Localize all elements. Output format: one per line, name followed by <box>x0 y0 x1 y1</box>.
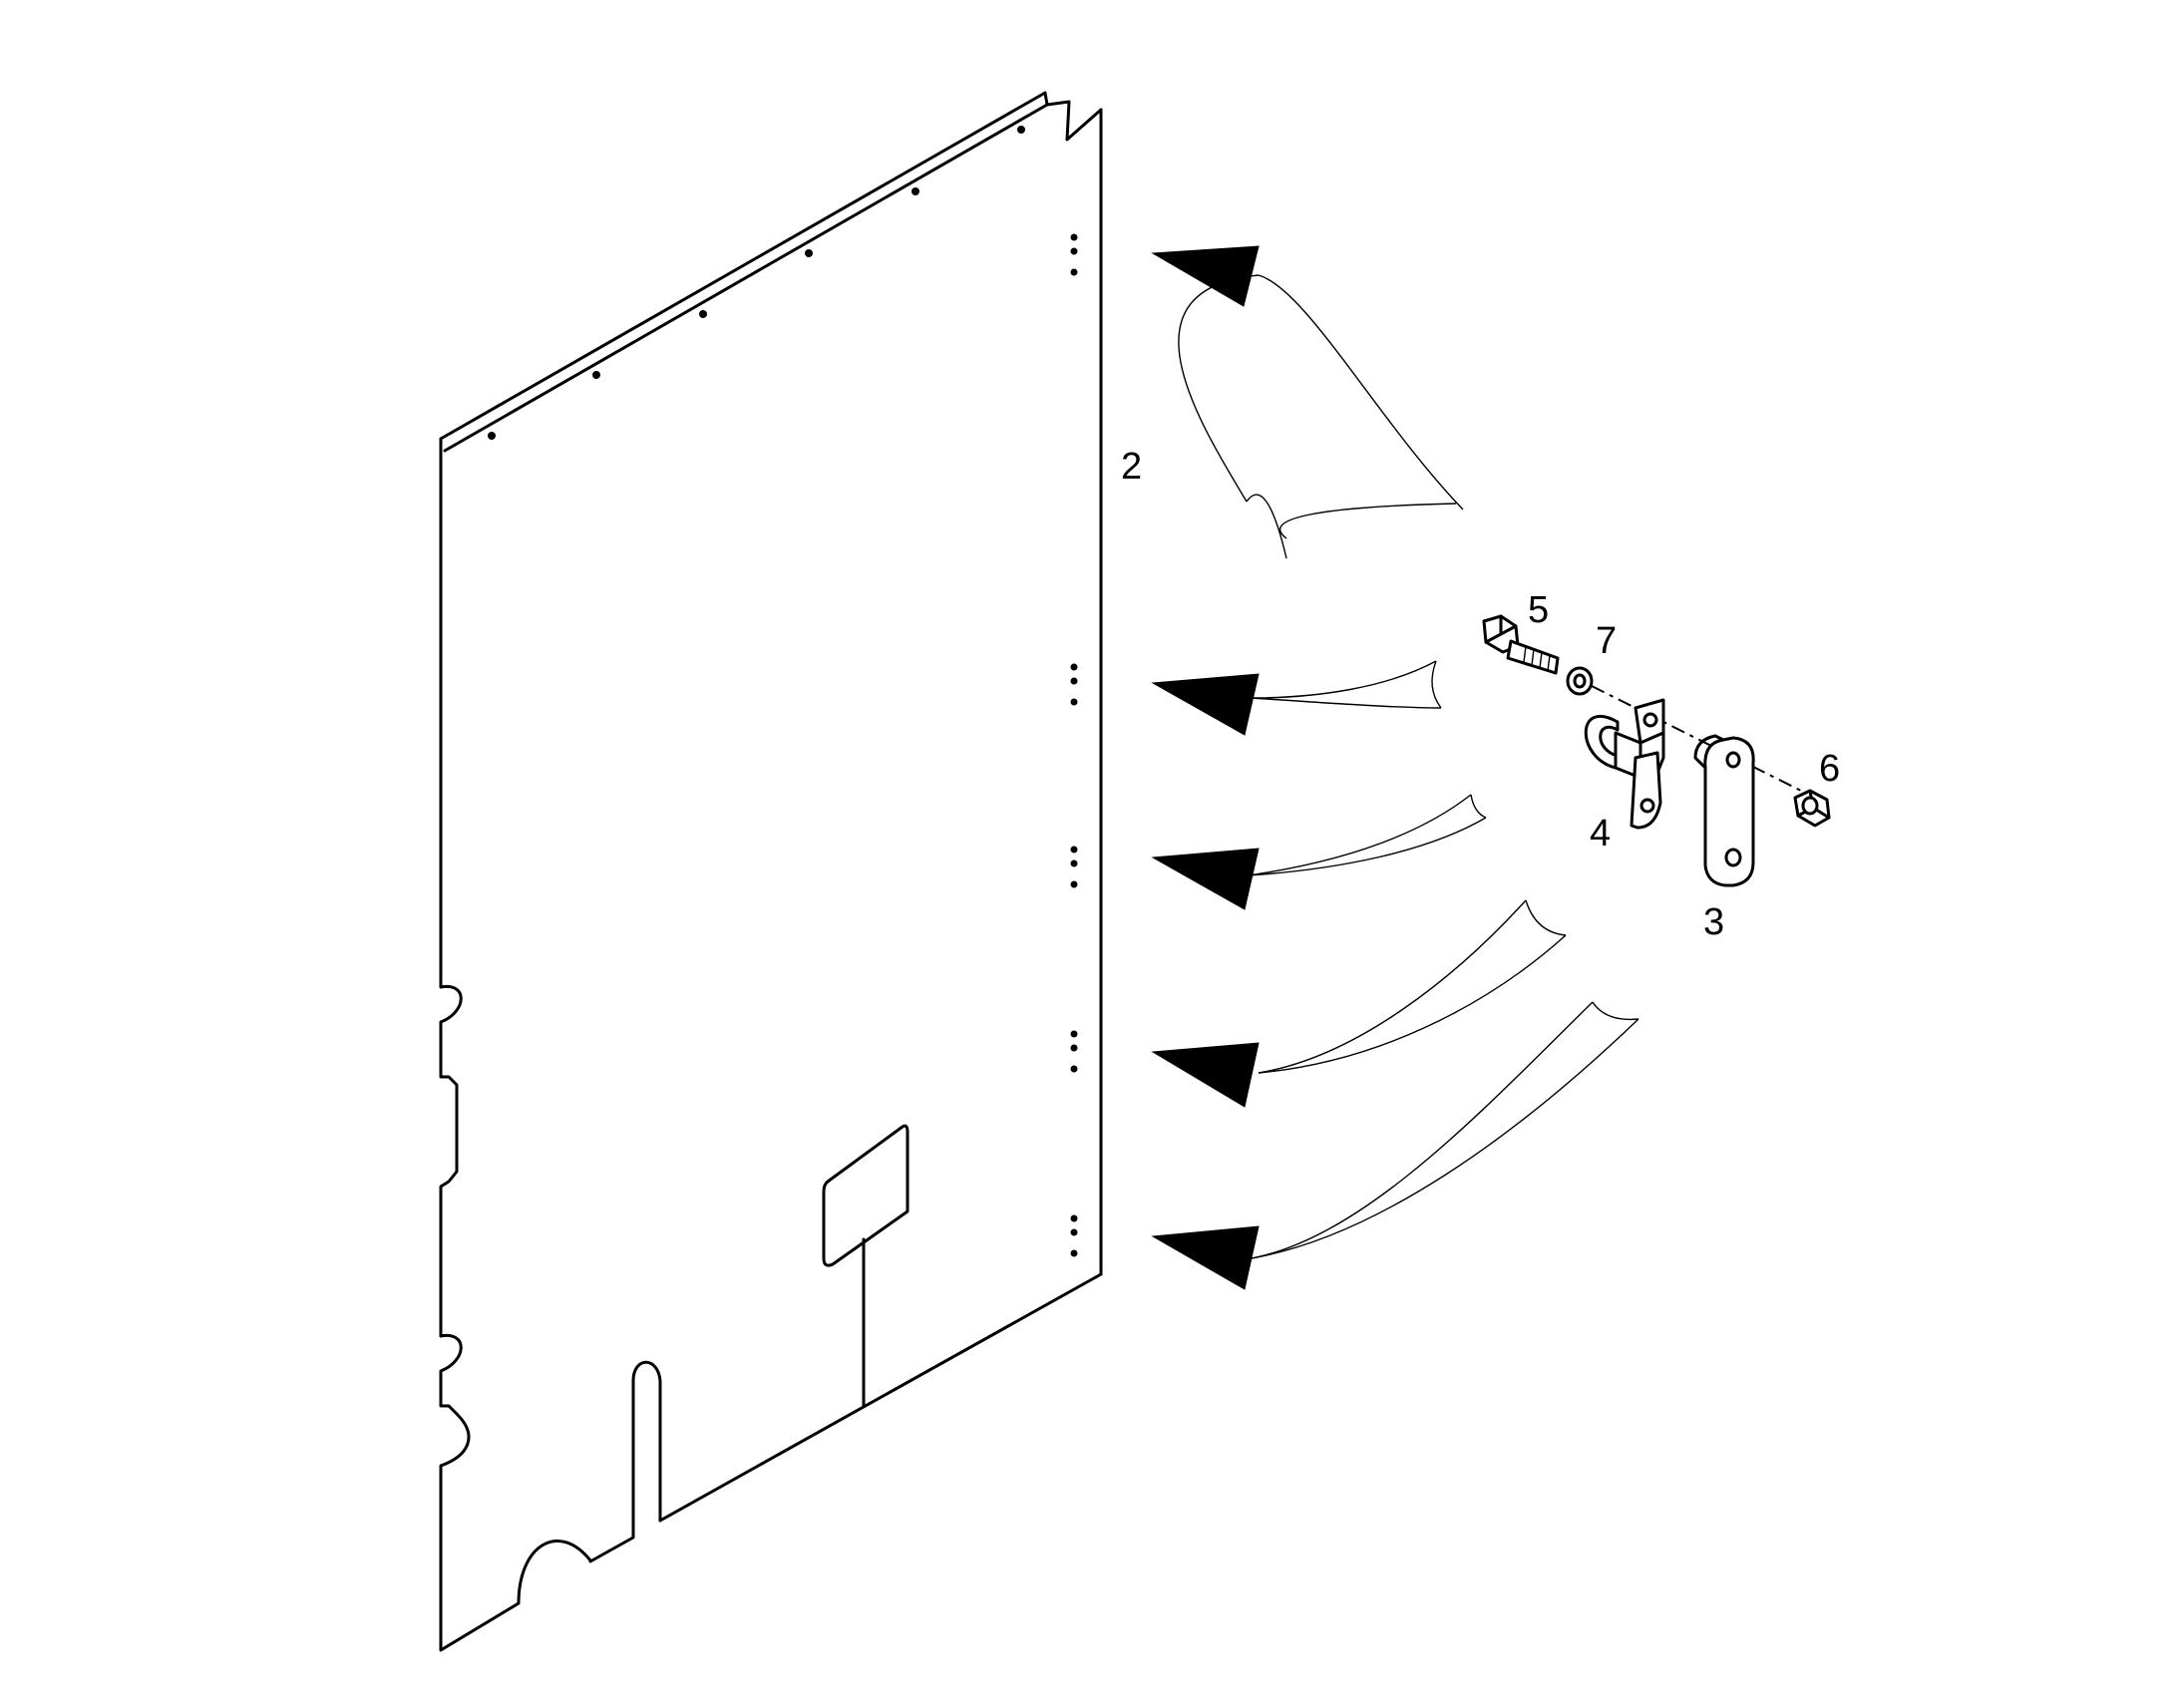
callout-bolt: 5 <box>1528 589 1549 631</box>
panel-flange-edge <box>443 103 1049 453</box>
hose-clip <box>1584 698 1665 830</box>
nut <box>1793 789 1831 828</box>
location-arrow-5 <box>1151 1001 1639 1290</box>
panel-bottom-edge <box>658 1272 1103 1523</box>
callout-nut: 6 <box>1819 748 1840 790</box>
location-arrow-1 <box>1151 245 1464 559</box>
panel-top-flange <box>439 91 1103 441</box>
location-arrows <box>1151 245 1639 1290</box>
location-arrow-3 <box>1151 794 1487 910</box>
bolt <box>1482 614 1560 675</box>
panel-right-holes <box>1070 233 1078 1257</box>
callout-panel: 2 <box>1121 446 1142 488</box>
side-panel <box>439 91 1103 1652</box>
panel-left-edge <box>439 437 662 1652</box>
panel-access-cover <box>822 1124 909 1267</box>
callout-plate: 3 <box>1703 901 1724 943</box>
location-arrow-2 <box>1151 660 1442 736</box>
washer <box>1566 666 1594 696</box>
panel-top-holes <box>488 126 1025 440</box>
callout-clip: 4 <box>1590 813 1611 854</box>
hardware-assembly <box>1482 614 1831 887</box>
mounting-plate <box>1693 734 1755 887</box>
location-arrow-4 <box>1151 899 1567 1108</box>
callout-labels: 2 5 7 6 4 3 <box>1121 446 1840 943</box>
callout-washer: 7 <box>1596 620 1617 662</box>
